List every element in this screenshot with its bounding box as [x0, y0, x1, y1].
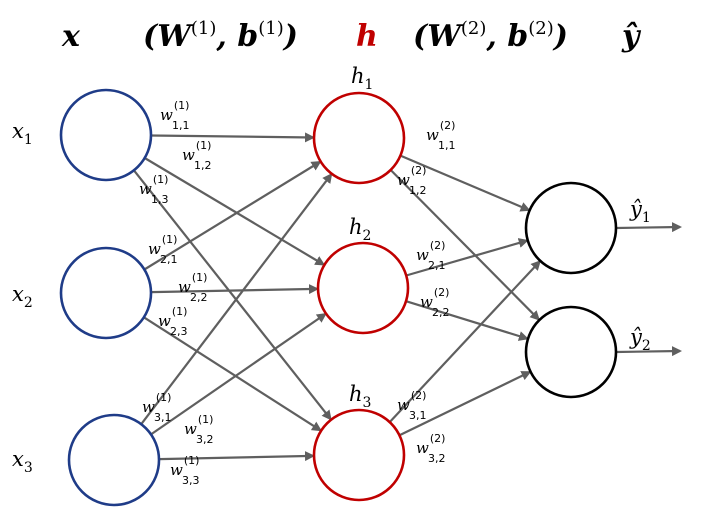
edge-x2-h1 [143, 160, 322, 271]
edge-x1-h2 [144, 157, 326, 266]
edge-h1-y2 [389, 169, 541, 321]
hidden-label-1: h1 [351, 64, 373, 93]
header-output-symbol: ŷ [621, 19, 642, 54]
edge-h3-y1 [388, 260, 541, 423]
header-layer1-params: (W(1), b(1)) [143, 18, 298, 54]
output-label-2: ŷ2 [629, 325, 651, 354]
weight-label-l1-1-1: w(1)1,1 [160, 99, 190, 132]
input-node-3 [67, 413, 161, 507]
edges-group [133, 132, 682, 462]
edge-h3-y2 [399, 371, 532, 437]
weight-label-l2-2-1: w(2)2,1 [416, 239, 446, 272]
output-label-1: ŷ1 [629, 197, 651, 226]
weight-label-l1-1-2: w(1)1,2 [182, 139, 212, 172]
weight-label-l2-3-1: w(2)3,1 [397, 389, 427, 422]
hidden-node-3 [312, 408, 406, 502]
edge-x3-h3 [158, 451, 315, 462]
output-arrow-1 [615, 222, 682, 233]
edge-x3-h2 [150, 312, 327, 436]
hidden-node-1 [312, 91, 406, 185]
edge-h2-y1 [405, 238, 529, 277]
hidden-label-2: h2 [349, 215, 371, 244]
edge-h1-y1 [399, 154, 531, 212]
output-node-1 [524, 181, 618, 275]
hidden-node-2 [316, 241, 410, 335]
weight-label-l1-3-1: w(1)3,1 [142, 391, 172, 424]
weight-label-l2-1-2: w(2)1,2 [397, 164, 427, 197]
weight-label-l1-2-1: w(1)2,1 [148, 233, 178, 266]
output-node-2 [524, 305, 618, 399]
input-label-2: x2 [12, 282, 33, 311]
edge-x3-h1 [140, 173, 333, 425]
weight-label-l2-3-2: w(2)3,2 [416, 432, 446, 465]
edge-x2-h2 [150, 284, 319, 295]
nodes-group [59, 88, 618, 507]
edge-x1-h1 [150, 132, 315, 143]
weight-label-l1-2-2: w(1)2,2 [178, 271, 208, 304]
labels-group: x1 x2 x3 h1 h2 h3 ŷ1 ŷ2 w(1)1,1 w(1)1,2 w(1)1,3 w(1… [12, 64, 651, 487]
input-label-1: x1 [12, 119, 33, 148]
weight-label-l1-3-2: w(1)3,2 [184, 413, 214, 446]
weight-label-l1-2-3: w(1)2,3 [158, 305, 188, 338]
weight-label-l2-1-1: w(2)1,1 [426, 119, 456, 152]
header-hidden-symbol: h [356, 19, 378, 54]
edge-h2-y2 [405, 300, 529, 341]
header-input-symbol: x [61, 19, 81, 54]
weight-label-l1-3-3: w(1)3,3 [170, 454, 200, 487]
weight-label-l1-1-3: w(1)1,3 [139, 173, 169, 206]
edge-x2-h3 [143, 316, 322, 432]
edge-x1-h3 [133, 169, 332, 421]
input-node-2 [59, 246, 153, 340]
hidden-label-3: h3 [349, 382, 371, 411]
output-arrow-2 [615, 346, 682, 357]
weight-label-l2-2-2: w(2)2,2 [420, 286, 450, 319]
header-layer2-params: (W(2), b(2)) [413, 18, 568, 54]
input-label-3: x3 [12, 447, 33, 476]
input-node-1 [59, 88, 153, 182]
